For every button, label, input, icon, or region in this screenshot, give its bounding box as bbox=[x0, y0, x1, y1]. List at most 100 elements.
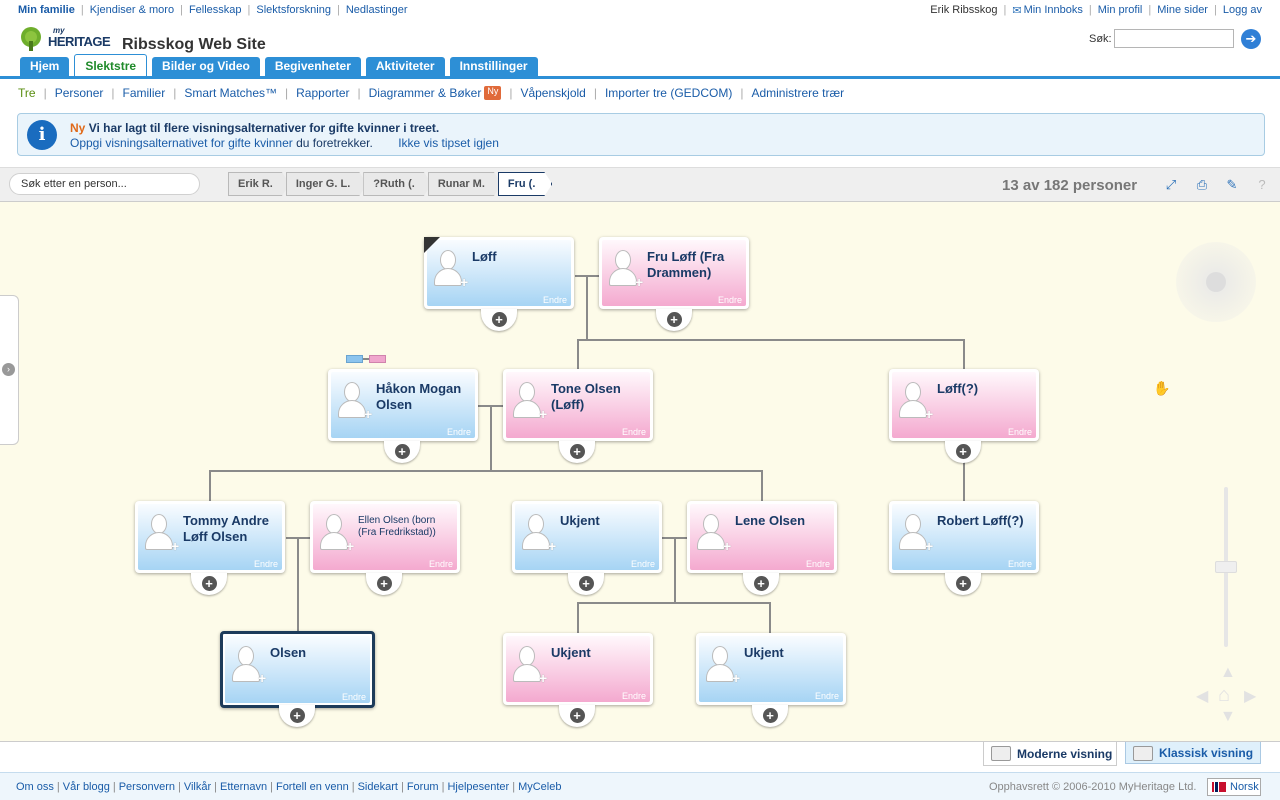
tab-aktiviteter[interactable]: Aktiviteter bbox=[365, 57, 445, 76]
person-card[interactable]: + Ukjent Endre bbox=[512, 501, 662, 573]
profile-link[interactable]: Min profil bbox=[1097, 4, 1143, 16]
add-relative-button[interactable]: + bbox=[384, 441, 420, 463]
edit-link[interactable]: Endre bbox=[341, 692, 366, 702]
zoom-radar-control[interactable] bbox=[1176, 242, 1256, 322]
edit-link[interactable]: Endre bbox=[814, 691, 839, 701]
classic-view-button[interactable]: Klassisk visning bbox=[1125, 742, 1261, 764]
add-relative-button[interactable]: + bbox=[945, 441, 981, 463]
person-card[interactable]: + Håkon Mogan Olsen Endre bbox=[328, 369, 478, 441]
subnav-importer-gedcom[interactable]: Importer tre (GEDCOM) bbox=[604, 86, 733, 100]
user-name[interactable]: Erik Ribsskog bbox=[930, 4, 998, 16]
person-card[interactable]: + Ukjent Endre bbox=[503, 633, 653, 705]
home-icon[interactable]: ⌂ bbox=[1218, 684, 1231, 706]
edit-link[interactable]: Endre bbox=[621, 691, 646, 701]
footer-link[interactable]: Forum bbox=[406, 781, 439, 793]
edit-link[interactable]: Endre bbox=[542, 295, 567, 305]
person-card[interactable]: + Ellen Olsen (born (Fra Fredrikstad)) E… bbox=[310, 501, 460, 573]
top-nav-fellesskap[interactable]: Fellesskap bbox=[188, 4, 242, 16]
print-icon[interactable]: ⎙ bbox=[1196, 177, 1208, 192]
subnav-tre[interactable]: Tre bbox=[18, 86, 36, 100]
logout-link[interactable]: Logg av bbox=[1222, 4, 1262, 16]
edit-link[interactable]: Endre bbox=[446, 427, 471, 437]
zoom-slider-thumb[interactable] bbox=[1215, 561, 1237, 573]
add-relative-button[interactable]: + bbox=[279, 705, 315, 727]
top-nav-kjendiser[interactable]: Kjendiser & moro bbox=[89, 4, 175, 16]
subnav-diagrammer[interactable]: Diagrammer & Bøker bbox=[368, 86, 482, 100]
family-tree-canvas[interactable]: › + Løff Endre + + Fru Løff (Fra Drammen… bbox=[0, 201, 1280, 742]
spouse-switch-icon[interactable] bbox=[346, 354, 388, 364]
person-card[interactable]: + Løff(?) Endre bbox=[889, 369, 1039, 441]
edit-link[interactable]: Endre bbox=[253, 559, 278, 569]
footer-link[interactable]: Hjelpesenter bbox=[447, 781, 510, 793]
add-relative-button[interactable]: + bbox=[559, 705, 595, 727]
add-relative-button[interactable]: + bbox=[191, 573, 227, 595]
breadcrumb-item[interactable]: Inger G. L. bbox=[286, 172, 367, 196]
myheritage-logo[interactable]: my HERITAGE bbox=[16, 26, 112, 52]
search-arrow-icon[interactable]: ➔ bbox=[1241, 29, 1261, 49]
zoom-slider[interactable] bbox=[1213, 487, 1239, 647]
edit-link[interactable]: Endre bbox=[1007, 427, 1032, 437]
person-card[interactable]: + Tone Olsen (Løff) Endre bbox=[503, 369, 653, 441]
footer-link[interactable]: Om oss bbox=[16, 781, 54, 793]
add-relative-button[interactable]: + bbox=[481, 309, 517, 331]
breadcrumb-item[interactable]: Runar M. bbox=[428, 172, 502, 196]
tab-innstillinger[interactable]: Innstillinger bbox=[449, 57, 538, 76]
dismiss-tip-link[interactable]: Ikke vis tipset igjen bbox=[398, 136, 499, 150]
footer-link[interactable]: Sidekart bbox=[357, 781, 398, 793]
language-selector[interactable]: Norsk bbox=[1207, 778, 1261, 796]
tab-begivenheter[interactable]: Begivenheter bbox=[264, 57, 361, 76]
pan-control[interactable]: ▲ ◀ ⌂ ▶ ▼ bbox=[1196, 664, 1258, 726]
add-relative-button[interactable]: + bbox=[656, 309, 692, 331]
edit-link[interactable]: Endre bbox=[717, 295, 742, 305]
top-nav-min-familie[interactable]: Min familie bbox=[18, 4, 75, 16]
side-panel-handle[interactable]: › bbox=[0, 295, 19, 445]
pan-up-icon[interactable]: ▲ bbox=[1220, 664, 1236, 681]
person-search-input[interactable]: Søk etter en person... bbox=[9, 173, 200, 195]
tab-slektstre[interactable]: Slektstre bbox=[74, 54, 148, 76]
edit-link[interactable]: Endre bbox=[1007, 559, 1032, 569]
footer-link[interactable]: MyCeleb bbox=[518, 781, 562, 793]
add-relative-button[interactable]: + bbox=[945, 573, 981, 595]
person-card-selected[interactable]: + Olsen Endre bbox=[220, 631, 375, 708]
married-women-options-link[interactable]: Oppgi visningsalternativet for gifte kvi… bbox=[70, 136, 293, 150]
top-nav-slektsforskning[interactable]: Slektsforskning bbox=[256, 4, 331, 16]
edit-link[interactable]: Endre bbox=[621, 427, 646, 437]
footer-link[interactable]: Vilkår bbox=[183, 781, 212, 793]
subnav-smart-matches[interactable]: Smart Matches™ bbox=[184, 86, 278, 100]
breadcrumb-item-current[interactable]: Fru (. bbox=[498, 172, 553, 196]
edit-link[interactable]: Endre bbox=[805, 559, 830, 569]
person-card[interactable]: + Ukjent Endre bbox=[696, 633, 846, 705]
footer-link[interactable]: Vår blogg bbox=[62, 781, 110, 793]
person-card[interactable]: + Løff Endre bbox=[424, 237, 574, 309]
breadcrumb-item[interactable]: Erik R. bbox=[228, 172, 290, 196]
add-relative-button[interactable]: + bbox=[752, 705, 788, 727]
add-relative-button[interactable]: + bbox=[743, 573, 779, 595]
modern-view-button[interactable]: Moderne visning bbox=[983, 742, 1117, 766]
subnav-administrere-traer[interactable]: Administrere trær bbox=[751, 86, 845, 100]
top-nav-nedlastinger[interactable]: Nedlastinger bbox=[345, 4, 408, 16]
pan-right-icon[interactable]: ▶ bbox=[1244, 688, 1257, 705]
add-relative-button[interactable]: + bbox=[568, 573, 604, 595]
footer-link[interactable]: Fortell en venn bbox=[275, 781, 349, 793]
tab-bilder-og-video[interactable]: Bilder og Video bbox=[152, 57, 260, 76]
help-icon[interactable]: ? bbox=[1258, 177, 1266, 192]
mail-icon[interactable]: ✉ bbox=[1012, 5, 1022, 17]
subnav-familier[interactable]: Familier bbox=[122, 86, 166, 100]
pan-down-icon[interactable]: ▼ bbox=[1220, 708, 1236, 725]
inbox-link[interactable]: Min Innboks bbox=[1023, 4, 1083, 16]
breadcrumb-item[interactable]: ?Ruth (. bbox=[363, 172, 432, 196]
edit-link[interactable]: Endre bbox=[630, 559, 655, 569]
person-card[interactable]: + Fru Løff (Fra Drammen) Endre bbox=[599, 237, 749, 309]
site-search-input[interactable] bbox=[1114, 29, 1234, 48]
my-pages-link[interactable]: Mine sider bbox=[1157, 4, 1208, 16]
add-relative-button[interactable]: + bbox=[366, 573, 402, 595]
add-relative-button[interactable]: + bbox=[559, 441, 595, 463]
subnav-personer[interactable]: Personer bbox=[54, 86, 104, 100]
pan-left-icon[interactable]: ◀ bbox=[1196, 688, 1209, 705]
person-card[interactable]: + Lene Olsen Endre bbox=[687, 501, 837, 573]
footer-link[interactable]: Personvern bbox=[118, 781, 175, 793]
subnav-rapporter[interactable]: Rapporter bbox=[296, 86, 350, 100]
subnav-vapenskjold[interactable]: Våpenskjold bbox=[520, 86, 586, 100]
footer-link[interactable]: Etternavn bbox=[220, 781, 268, 793]
person-card[interactable]: + Robert Løff(?) Endre bbox=[889, 501, 1039, 573]
